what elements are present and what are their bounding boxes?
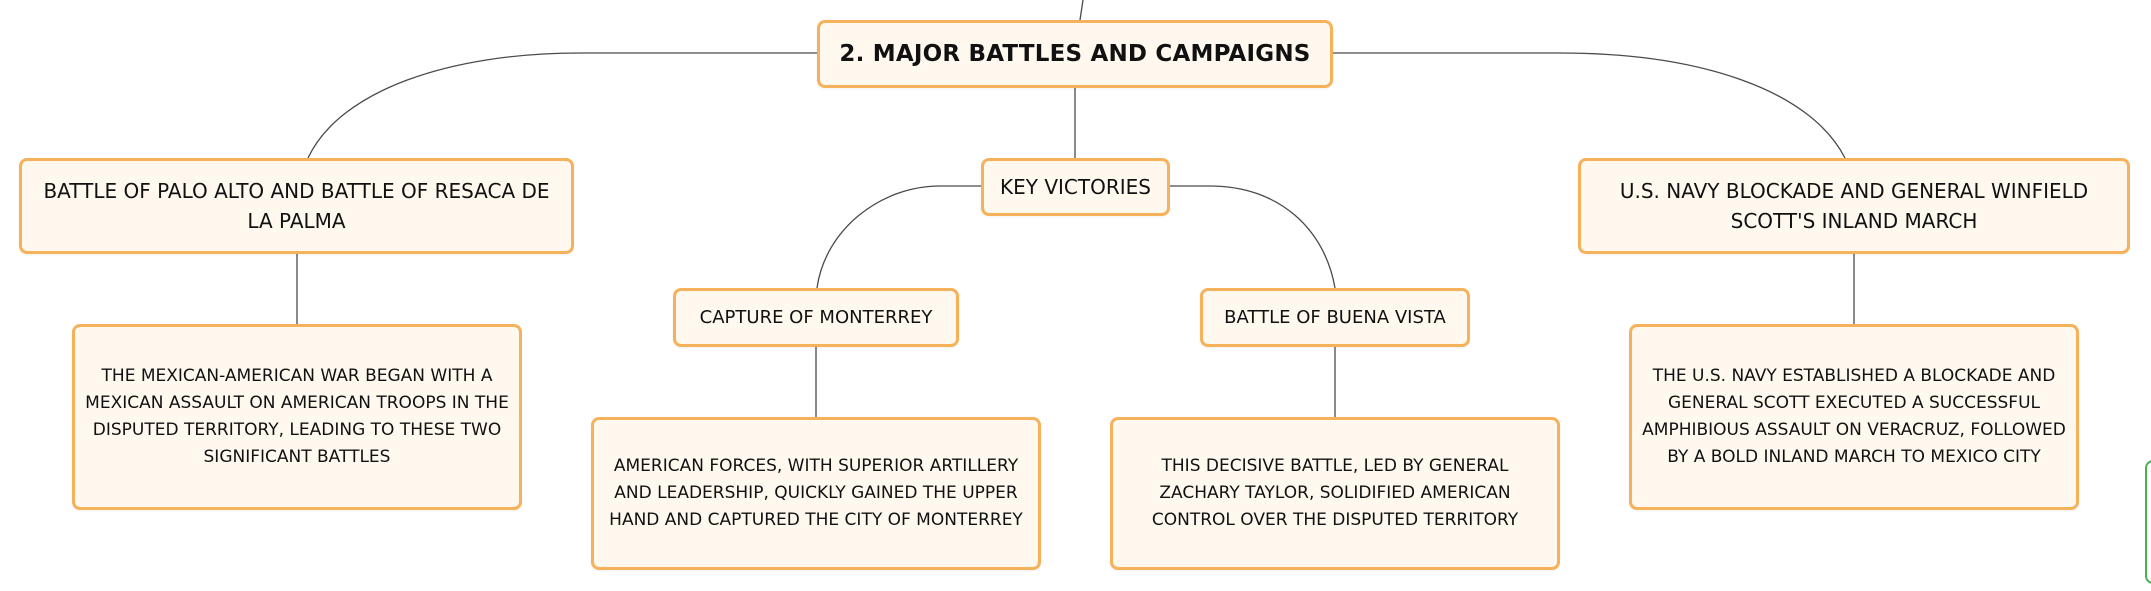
navy-blockade-detail[interactable]: THE U.S. NAVY ESTABLISHED A BLOCKADE AND… [1629, 324, 2079, 510]
palo-alto-detail-text: THE MEXICAN-AMERICAN WAR BEGAN WITH A ME… [85, 366, 509, 467]
key-victories-node-label: KEY VICTORIES [1000, 175, 1151, 199]
palo-alto-node[interactable]: BATTLE OF PALO ALTO AND BATTLE OF RESACA… [19, 158, 574, 254]
navy-blockade-node[interactable]: U.S. NAVY BLOCKADE AND GENERAL WINFIELD … [1578, 158, 2130, 254]
buena-vista-node[interactable]: BATTLE OF BUENA VISTA [1200, 288, 1470, 347]
connector-key-victories-to-monterrey [816, 185, 981, 289]
connector-parent-to-root [1079, 0, 1084, 21]
buena-vista-detail[interactable]: THIS DECISIVE BATTLE, LED BY GENERAL ZAC… [1110, 417, 1560, 570]
buena-vista-detail-text: THIS DECISIVE BATTLE, LED BY GENERAL ZAC… [1151, 456, 1519, 530]
root-node-label: 2. MAJOR BATTLES AND CAMPAIGNS [839, 41, 1311, 67]
palo-alto-detail[interactable]: THE MEXICAN-AMERICAN WAR BEGAN WITH A ME… [72, 324, 522, 510]
side-panel-tab[interactable] [2145, 460, 2151, 584]
connector-root-to-navy [1333, 52, 1846, 159]
buena-vista-node-label: BATTLE OF BUENA VISTA [1224, 306, 1446, 328]
monterrey-detail[interactable]: AMERICAN FORCES, WITH SUPERIOR ARTILLERY… [591, 417, 1041, 570]
connector-key-victories-to-buena-vista [1170, 185, 1336, 289]
monterrey-node-label: CAPTURE OF MONTERREY [699, 306, 933, 328]
monterrey-node[interactable]: CAPTURE OF MONTERREY [673, 288, 959, 347]
key-victories-node[interactable]: KEY VICTORIES [981, 158, 1170, 216]
monterrey-detail-text: AMERICAN FORCES, WITH SUPERIOR ARTILLERY… [609, 456, 1023, 530]
root-node[interactable]: 2. MAJOR BATTLES AND CAMPAIGNS [817, 20, 1333, 88]
navy-blockade-node-label: U.S. NAVY BLOCKADE AND GENERAL WINFIELD … [1619, 179, 2089, 233]
connector-root-to-palo-alto [307, 52, 817, 159]
palo-alto-node-label: BATTLE OF PALO ALTO AND BATTLE OF RESACA… [43, 179, 550, 233]
navy-blockade-detail-text: THE U.S. NAVY ESTABLISHED A BLOCKADE AND… [1642, 366, 2066, 467]
